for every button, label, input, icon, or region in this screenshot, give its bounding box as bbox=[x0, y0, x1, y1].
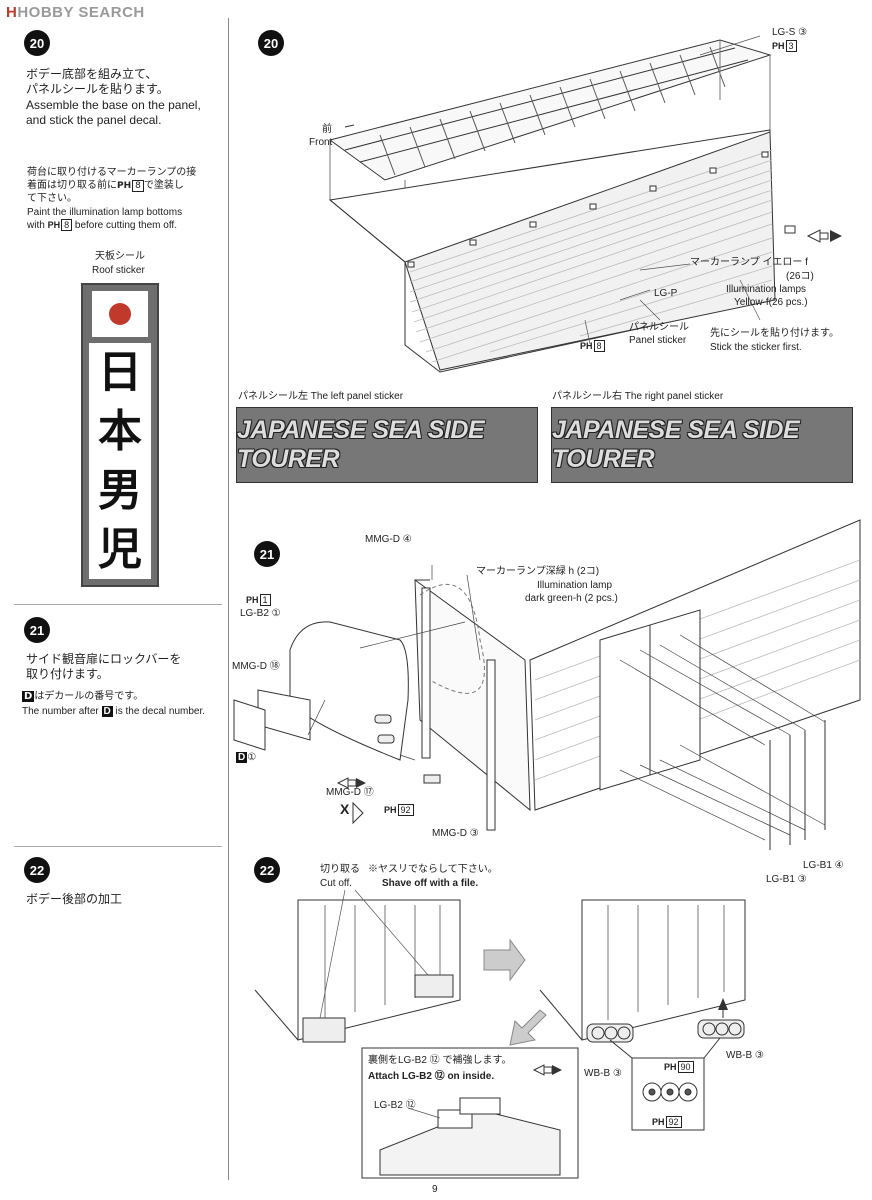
column-divider bbox=[228, 18, 229, 1180]
label-lamp-en-1: Illumination lamps bbox=[726, 284, 807, 295]
label-cut-en: Cut off. bbox=[320, 878, 353, 889]
step-22-diagram-badge: 22 bbox=[254, 857, 280, 883]
label-file-jp: ※ヤスリでならして下さい。 bbox=[368, 864, 498, 875]
step-21-diagram-badge: 21 bbox=[254, 541, 280, 567]
label-wb-b-right: WB-B ③ bbox=[726, 1050, 764, 1061]
roof-sticker: 日 本 男 児 bbox=[81, 283, 159, 587]
step-20-diagram-badge: 20 bbox=[258, 30, 284, 56]
label-panel-sticker-en: Panel sticker bbox=[629, 335, 687, 346]
label-mmg-d-18: MMG-D ⑱ bbox=[232, 661, 280, 672]
label-lg-p: LG-P bbox=[654, 288, 678, 299]
label-lamp-jp: マーカーランプ イエロー f bbox=[690, 257, 808, 268]
step-21-badge: 21 bbox=[24, 617, 50, 643]
label-mmg-d-4: MMG-D ④ bbox=[365, 534, 412, 545]
step-20-en-2: and stick the panel decal. bbox=[26, 113, 162, 127]
label-dark-lamp-en-1: Illumination lamp bbox=[537, 580, 613, 591]
label-panel-sticker-jp: パネルシール bbox=[629, 322, 689, 333]
label-front-jp: 前 bbox=[322, 124, 332, 135]
note-en-1: Paint the illumination lamp bottoms bbox=[27, 207, 183, 218]
label-first-en: Stick the sticker first. bbox=[710, 342, 802, 353]
label-lg-s: LG-S ③ bbox=[772, 27, 808, 38]
step-20-badge: 20 bbox=[24, 30, 50, 56]
label-lg-b1-4: LG-B1 ④ bbox=[803, 860, 844, 871]
label-lg-b2-1: LG-B2 ① bbox=[240, 608, 281, 619]
label-front-en: Front bbox=[309, 137, 333, 148]
step-20-en-1: Assemble the base on the panel, bbox=[26, 98, 201, 112]
japan-flag-icon bbox=[92, 291, 148, 337]
roof-kanji: 日 本 男 児 bbox=[89, 343, 151, 579]
right-panel-label: パネルシール右 The right panel sticker bbox=[552, 391, 724, 402]
roof-sticker-jp: 天板シール bbox=[95, 251, 145, 262]
right-panel-sticker: JAPANESE SEA SIDE TOURER bbox=[551, 407, 853, 483]
note-jp-3: て下さい。 bbox=[27, 193, 77, 204]
decal-note-en: The number after D is the decal number. bbox=[22, 706, 206, 717]
label-inside-jp: 裏側をLG-B2 ⑫ で補強します。 bbox=[368, 1055, 512, 1066]
step-20-jp-2: パネルシールを貼ります。 bbox=[26, 82, 169, 96]
label-lg-b2-12: LG-B2 ⑫ bbox=[374, 1100, 416, 1111]
label-mmg-d-17: MMG-D ⑰ bbox=[326, 787, 374, 798]
left-divider-22 bbox=[14, 846, 222, 847]
roof-sticker-en: Roof sticker bbox=[92, 265, 145, 276]
label-inside-en: Attach LG-B2 ⑫ on inside. bbox=[368, 1071, 495, 1082]
label-mmg-d-3: MMG-D ③ bbox=[432, 828, 479, 839]
label-cut-jp: 切り取る bbox=[320, 864, 360, 875]
watermark-logo: HHOBBY SEARCH bbox=[6, 4, 145, 21]
label-lamp-en-2: Yellow-f(26 pcs.) bbox=[734, 297, 808, 308]
label-lg-b1-3: LG-B1 ③ bbox=[766, 874, 807, 885]
step-21-jp-1: サイド観音扉にロックバーを bbox=[26, 652, 182, 666]
label-dark-lamp-jp: マーカーランプ深緑 h (2コ) bbox=[476, 566, 600, 577]
step-22-jp-1: ボデー後部の加工 bbox=[26, 892, 123, 906]
left-panel-sticker: JAPANESE SEA SIDE TOURER bbox=[236, 407, 538, 483]
label-wb-b-left: WB-B ③ bbox=[584, 1068, 622, 1079]
left-panel-label: パネルシール左 The left panel sticker bbox=[238, 391, 404, 402]
step-21-jp-2: 取り付けます。 bbox=[26, 667, 109, 681]
page-number: 9 bbox=[432, 1184, 438, 1195]
label-x3: X bbox=[340, 801, 350, 817]
label-first-jp: 先にシールを貼り付けます。 bbox=[710, 328, 839, 339]
note-jp-1: 荷台に取り付けるマーカーランプの接 bbox=[27, 167, 197, 178]
left-divider-21 bbox=[14, 604, 222, 605]
label-lamp-count: (26コ) bbox=[786, 271, 814, 282]
step-20-jp-1: ボデー底部を組み立て、 bbox=[26, 67, 158, 81]
label-file-en: Shave off with a file. bbox=[382, 878, 479, 889]
step-22-badge: 22 bbox=[24, 857, 50, 883]
label-dark-lamp-en-2: dark green-h (2 pcs.) bbox=[525, 593, 618, 604]
